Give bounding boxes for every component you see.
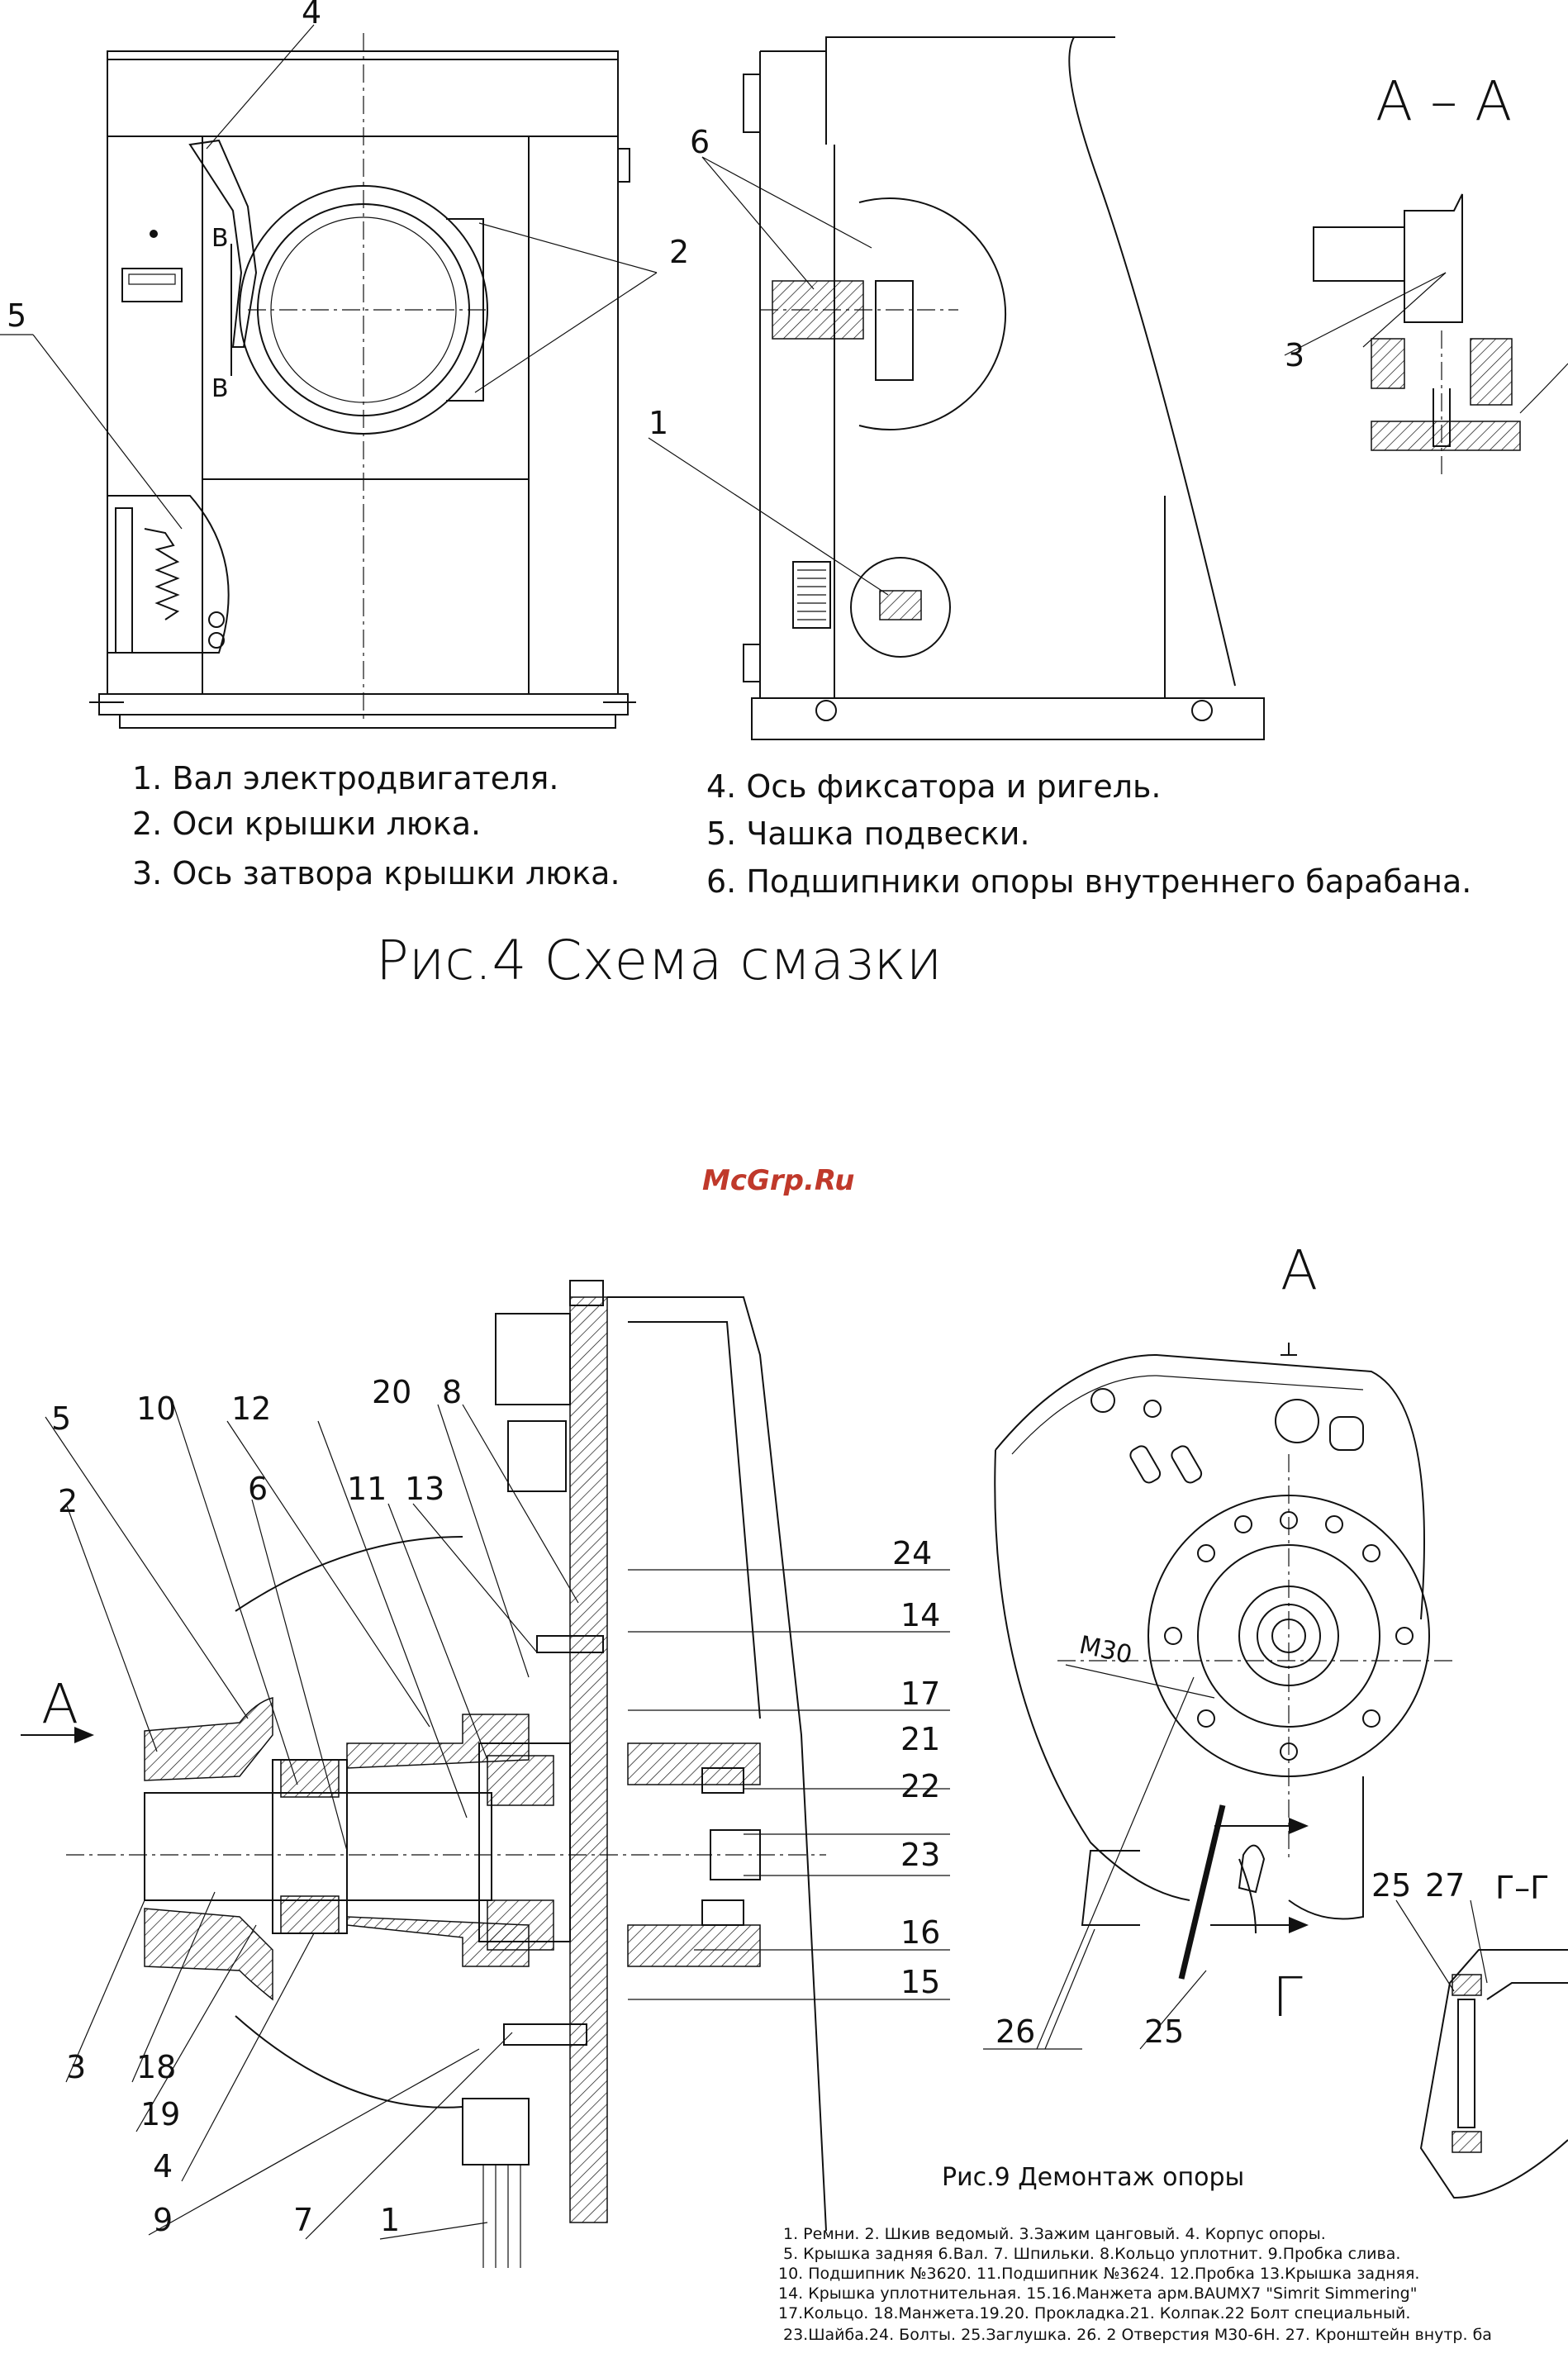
fig9-callout-12: 12: [231, 1391, 271, 1427]
fig9-title: Рис.9 Демонтаж опоры: [942, 2163, 1244, 2192]
fig9-callout-21: 21: [900, 1721, 940, 1757]
fig9-callout-25: 25: [1371, 1867, 1411, 1904]
fig9-callout-10: 10: [136, 1391, 176, 1427]
fig9-callout-26: 26: [995, 2013, 1035, 2050]
fig9-callout-8: 8: [442, 1374, 462, 1410]
fig9-legend-3: 10. Подшипник №3620. 11.Подшипник №3624.…: [778, 2265, 1419, 2283]
fig9-legend-2: 5. Крышка задняя 6.Вал. 7. Шпильки. 8.Ко…: [783, 2245, 1400, 2263]
fig9-callout-16: 16: [900, 1914, 940, 1951]
fig4-legend-1: 1. Вал электродвигателя.: [132, 760, 558, 796]
fig9-callout-23: 23: [900, 1837, 940, 1873]
section-aa-label: А – А: [1376, 69, 1512, 133]
view-mark-b-bottom: В: [211, 374, 229, 403]
fig9-legend-4: 14. Крышка уплотнительная. 15.16.Манжета…: [778, 2284, 1417, 2303]
fig9-view-a: [994, 1343, 1454, 1980]
fig9-callout-6: 6: [248, 1471, 268, 1507]
fig4-legend-2: 2. Оси крышки люка.: [132, 806, 481, 842]
callout-6-label: 6: [690, 124, 710, 160]
fig9-callout-11: 11: [347, 1471, 387, 1507]
fig4-legend-4: 4. Ось фиксатора и ригель.: [706, 768, 1162, 805]
fig4-legend-3: 3. Ось затвора крышки люка.: [132, 855, 620, 891]
fig4-title: Рис.4 Схема смазки: [376, 929, 942, 992]
fig4-leaders: [0, 24, 1447, 596]
fig9-callout-17: 17: [900, 1676, 940, 1712]
fig9-section-gg-title: Г–Г: [1495, 1870, 1549, 1906]
fig9-callout-2: 2: [58, 1483, 78, 1519]
fig9-leaders: [45, 1404, 950, 2240]
fig9-callout-14: 14: [900, 1597, 940, 1633]
fig9-callout-18: 18: [136, 2049, 176, 2085]
fig9-arrow-a-label: А: [41, 1672, 78, 1736]
callout-5-label: 5: [7, 297, 26, 334]
fig4-front-view: [89, 33, 636, 729]
fig9-callout-22: 22: [900, 1768, 940, 1804]
fig9-callout-19: 19: [140, 2096, 180, 2132]
fig9-legend-1: 1. Ремни. 2. Шкив ведомый. 3.Зажим цанго…: [783, 2225, 1326, 2243]
fig9-callout-4: 4: [153, 2148, 173, 2184]
fig9-callout-5: 5: [51, 1400, 71, 1437]
callout-4-label: 4: [302, 0, 321, 31]
fig9-callout-7: 7: [293, 2202, 313, 2238]
fig9-callout-27: 27: [1425, 1867, 1465, 1904]
callout-2-label: 2: [669, 234, 689, 270]
fig9-section-mark: Г: [1272, 1966, 1303, 2029]
fig9-callout-20: 20: [372, 1374, 411, 1410]
fig9-callout-13: 13: [405, 1471, 444, 1507]
fig4-section-aa: [1313, 193, 1568, 479]
watermark: McGrp.Ru: [702, 1164, 854, 1197]
fig9-callout-25-bottom: 25: [1144, 2013, 1184, 2050]
callout-3-label: 3: [1285, 337, 1304, 373]
fig4-legend-5: 5. Чашка подвески.: [706, 815, 1030, 852]
fig9-callout-9: 9: [153, 2202, 173, 2238]
fig9-view-leaders: [983, 1676, 1207, 2050]
fig9-thread-label: M30: [1076, 1631, 1134, 1671]
fig9-section-view: [66, 1280, 827, 2268]
fig9-legend-6: 23.Шайба.24. Болты. 25.Заглушка. 26. 2 О…: [783, 2326, 1492, 2344]
fig9-callout-24: 24: [892, 1535, 932, 1571]
fig9-view-a-label: А: [1281, 1238, 1318, 1302]
fig9-callout-15: 15: [900, 1964, 940, 2000]
view-mark-b-top: В: [211, 224, 229, 253]
fig4-side-view: [743, 36, 1265, 740]
callout-1-label: 1: [649, 405, 668, 441]
fig4-legend-6: 6. Подшипники опоры внутреннего барабана…: [706, 863, 1471, 900]
fig9-callout-1: 1: [380, 2202, 400, 2238]
fig9-section-gg: [1395, 1899, 1568, 2199]
fig9-callout-3: 3: [66, 2049, 86, 2085]
fig9-legend-5: 17.Кольцо. 18.Манжета.19.20. Прокладка.2…: [778, 2304, 1410, 2322]
